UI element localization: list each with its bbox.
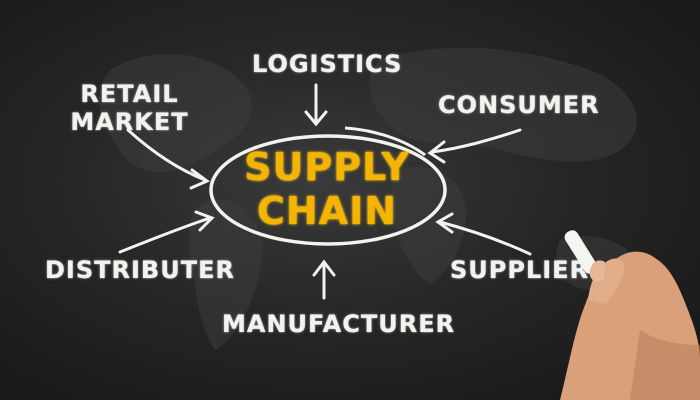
center-ellipse [209, 134, 447, 246]
arrow-distributer [118, 210, 215, 254]
arrow-logistics [304, 83, 328, 127]
node-supplier: SUPPLIER [450, 256, 590, 284]
arrow-consumer [427, 128, 522, 164]
center-title: SUPPLY CHAIN [222, 145, 432, 233]
node-retail-market: RETAIL MARKET [62, 80, 197, 136]
node-retail-market-line2: MARKET [70, 108, 189, 136]
arrow-supplier [435, 212, 532, 256]
chalk-stick [564, 230, 598, 274]
arrow-manufacturer [312, 259, 336, 300]
center-title-line1: SUPPLY [244, 145, 410, 189]
arrow-retail-market [126, 128, 210, 190]
world-map-background [99, 47, 637, 350]
node-retail-market-line1: RETAIL [80, 80, 179, 108]
finger-index [589, 260, 605, 282]
hand-with-chalk [560, 230, 700, 400]
node-consumer: CONSUMER [438, 91, 600, 119]
center-ellipse-stroke-overlap [344, 126, 426, 157]
node-manufacturer: MANUFACTURER [222, 310, 456, 338]
node-logistics: LOGISTICS [252, 50, 403, 78]
node-distributer: DISTRIBUTER [45, 256, 235, 284]
finger-thumb [588, 258, 625, 304]
hand-shadow [630, 330, 700, 400]
center-title-line2: CHAIN [256, 189, 398, 233]
